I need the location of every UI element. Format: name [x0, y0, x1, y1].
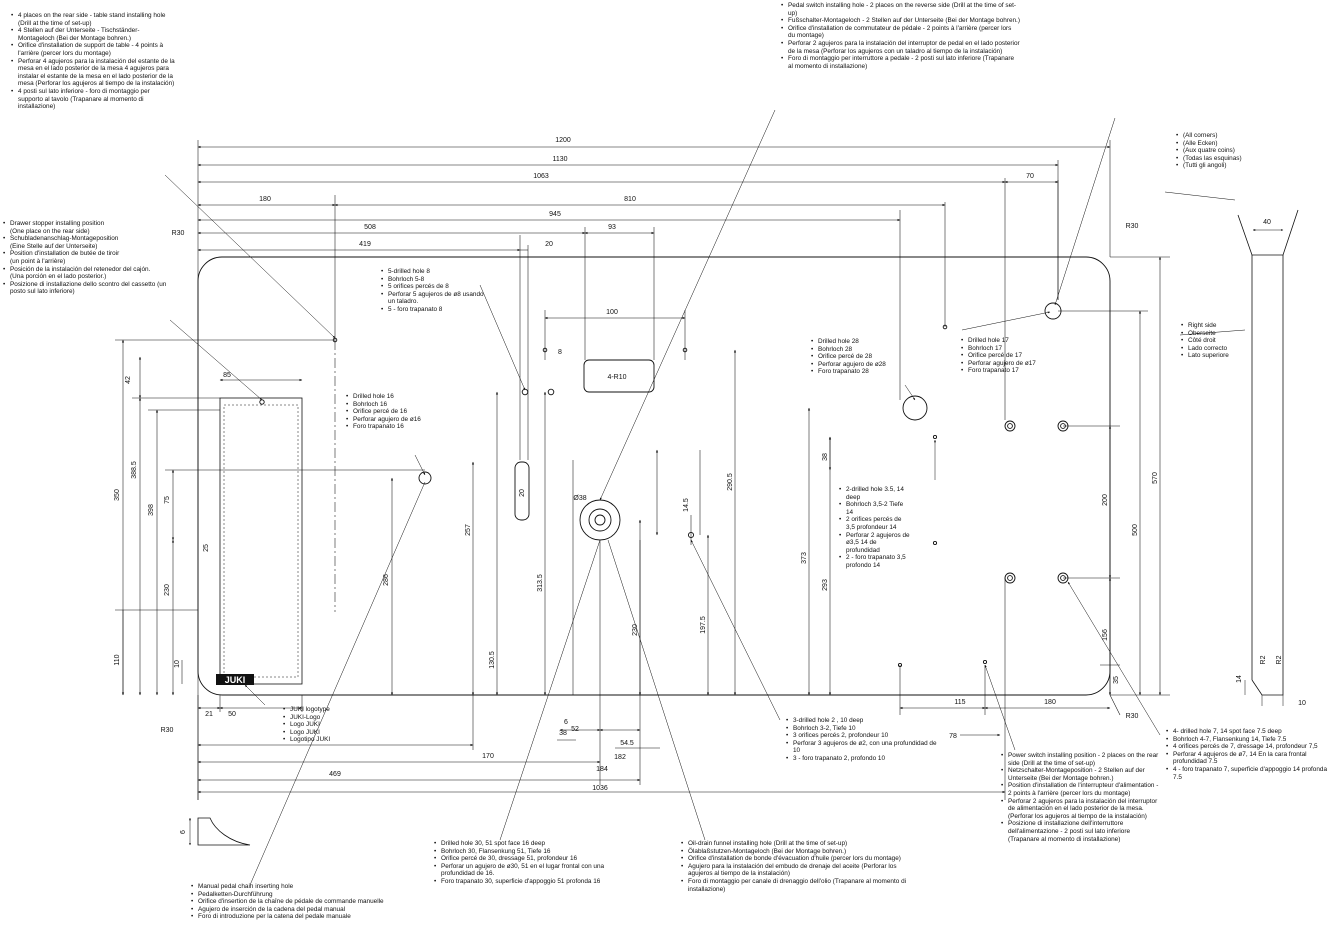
dim-419: 419	[359, 241, 371, 248]
dim-42: 42	[125, 376, 132, 384]
drilled-hole-28	[902, 395, 928, 421]
dim-20-slot: 20	[519, 489, 526, 497]
note-power-switch: Power switch installing position - 2 pla…	[1000, 752, 1160, 843]
dim-93: 93	[608, 224, 616, 231]
dim-14-5: 14.5	[683, 498, 690, 512]
dim-313-5: 313.5	[537, 574, 544, 592]
dim-180-b: 180	[1044, 699, 1056, 706]
dim-54-5: 54.5	[620, 740, 634, 747]
dim-25: 25	[203, 544, 210, 552]
dim-257: 257	[465, 524, 472, 536]
dim-21: 21	[205, 711, 213, 718]
dim-570: 570	[1152, 472, 1159, 484]
spot-hole-3	[1004, 572, 1016, 584]
dim-r30-br: R30	[1126, 713, 1139, 720]
dim-10: 10	[174, 660, 181, 668]
dim-70: 70	[1026, 173, 1034, 180]
note-three-drilled-2: 3-drilled hole 2 , 10 deep Bohrloch 3-2,…	[785, 717, 940, 763]
note-drilled-hole-16: Drilled hole 16 Bohrloch 16 Orifice perc…	[345, 393, 455, 431]
dim-350: 350	[114, 489, 121, 501]
note-all-corners: (All corners) (Alle Ecken) (Aux quatre c…	[1175, 132, 1265, 170]
dim-38-h: 38	[559, 730, 567, 737]
dim-110: 110	[114, 654, 121, 665]
dim-115: 115	[954, 699, 965, 706]
dim-286: 286	[383, 574, 390, 586]
dim-1200: 1200	[555, 137, 571, 144]
dim-50: 50	[228, 711, 236, 718]
dim-156: 156	[1102, 629, 1109, 641]
drilled-hole-30-inner	[588, 508, 612, 532]
dim-184: 184	[596, 766, 608, 773]
drilled-hole-16	[418, 471, 432, 485]
dim-r30-tr: R30	[1126, 223, 1139, 230]
dim-4-r10: 4-R10	[607, 374, 626, 381]
dim-1130: 1130	[552, 156, 567, 163]
vertical-slot	[514, 461, 530, 521]
note-four-drilled-7: 4- drilled hole 7, 14 spot face 7.5 deep…	[1165, 728, 1330, 781]
slot-4-r10	[583, 359, 655, 393]
note-drilled-hole-28: Drilled hole 28 Bohrloch 28 Orifice perc…	[810, 338, 905, 376]
dim-38-v: 38	[822, 453, 829, 461]
dim-1036: 1036	[592, 785, 608, 792]
note-drawer-stopper: Drawer stopper installing position (One …	[2, 220, 170, 296]
spot-hole-1	[1004, 420, 1016, 432]
dim-182: 182	[614, 754, 626, 761]
side-profile	[1237, 209, 1299, 706]
dim-75: 75	[164, 496, 171, 504]
juki-logo: JUKI	[216, 674, 254, 685]
dim-r30-bl: R30	[161, 727, 174, 734]
note-two-drilled-3-5: 2-drilled hole 3.5, 14 deep Bohrloch 3,5…	[838, 486, 910, 570]
dim-180: 180	[259, 196, 271, 203]
note-drilled-hole-17: Drilled hole 17 Bohrloch 17 Orifice perc…	[960, 337, 1055, 375]
dim-290-5: 290.5	[727, 473, 734, 491]
drilled-hole-30-outer	[579, 499, 621, 541]
dim-388: 388.5	[131, 461, 138, 479]
note-oil-drain: Oil-drain funnel installing hole (Drill …	[680, 840, 920, 893]
dim-170: 170	[482, 753, 494, 760]
dim-500: 500	[1132, 524, 1139, 536]
note-drilled-hole-30: Drilled hole 30, 51 spot face 16 deep Bo…	[433, 840, 608, 886]
dim-35: 35	[1113, 676, 1120, 684]
dim-r2-b: R2	[1276, 655, 1283, 664]
dim-508: 508	[364, 224, 376, 231]
pedal-hole-detail	[189, 817, 251, 846]
note-juki-logotype: JUKI logotype JUKI-Logo Logo JUKI Logo J…	[282, 706, 372, 744]
dim-52: 52	[571, 726, 579, 733]
dim-dia-38: Ø38	[573, 495, 586, 502]
dim-r2-a: R2	[1260, 655, 1267, 664]
note-s-drilled-hole-8: 5-drilled hole 8 Bohrloch 5-8 5 orifices…	[380, 268, 490, 314]
dim-20: 20	[545, 241, 553, 248]
svg-text:JUKI: JUKI	[225, 675, 246, 685]
dim-6: 6	[564, 719, 568, 726]
dim-10-b: 10	[1298, 700, 1306, 707]
dim-945: 945	[549, 211, 561, 218]
note-manual-pedal: Manual pedal chain inserting hole Pedalk…	[190, 883, 410, 921]
dim-469: 469	[329, 771, 341, 778]
dim-230-b: 230	[632, 624, 639, 636]
dim-398: 398	[148, 504, 155, 516]
dim-373: 373	[801, 552, 808, 564]
dim-197-5: 197.5	[700, 616, 707, 634]
dim-1063: 1063	[533, 173, 549, 180]
dim-230: 230	[164, 584, 171, 596]
dim-40: 40	[1263, 219, 1271, 226]
note-right-side: Right side Oberseite Côté droit Lado cor…	[1180, 322, 1250, 360]
dim-r30-tl: R30	[172, 230, 185, 237]
dim-100: 100	[606, 309, 618, 316]
dim-85: 85	[223, 372, 231, 379]
dim-78: 78	[949, 733, 957, 740]
drawer-cutout	[219, 397, 303, 685]
note-rear-holes: 4 places on the rear side - table stand …	[10, 12, 175, 111]
dim-6-b: 6	[180, 830, 187, 834]
note-pedal-switch: Pedal switch installing hole - 2 places …	[780, 2, 1020, 70]
dim-8: 8	[558, 349, 562, 356]
dim-810: 810	[624, 196, 636, 203]
dim-200: 200	[1102, 494, 1109, 506]
dim-14: 14	[1236, 675, 1243, 683]
dim-130-5: 130.5	[489, 651, 496, 669]
dim-293: 293	[822, 579, 829, 591]
